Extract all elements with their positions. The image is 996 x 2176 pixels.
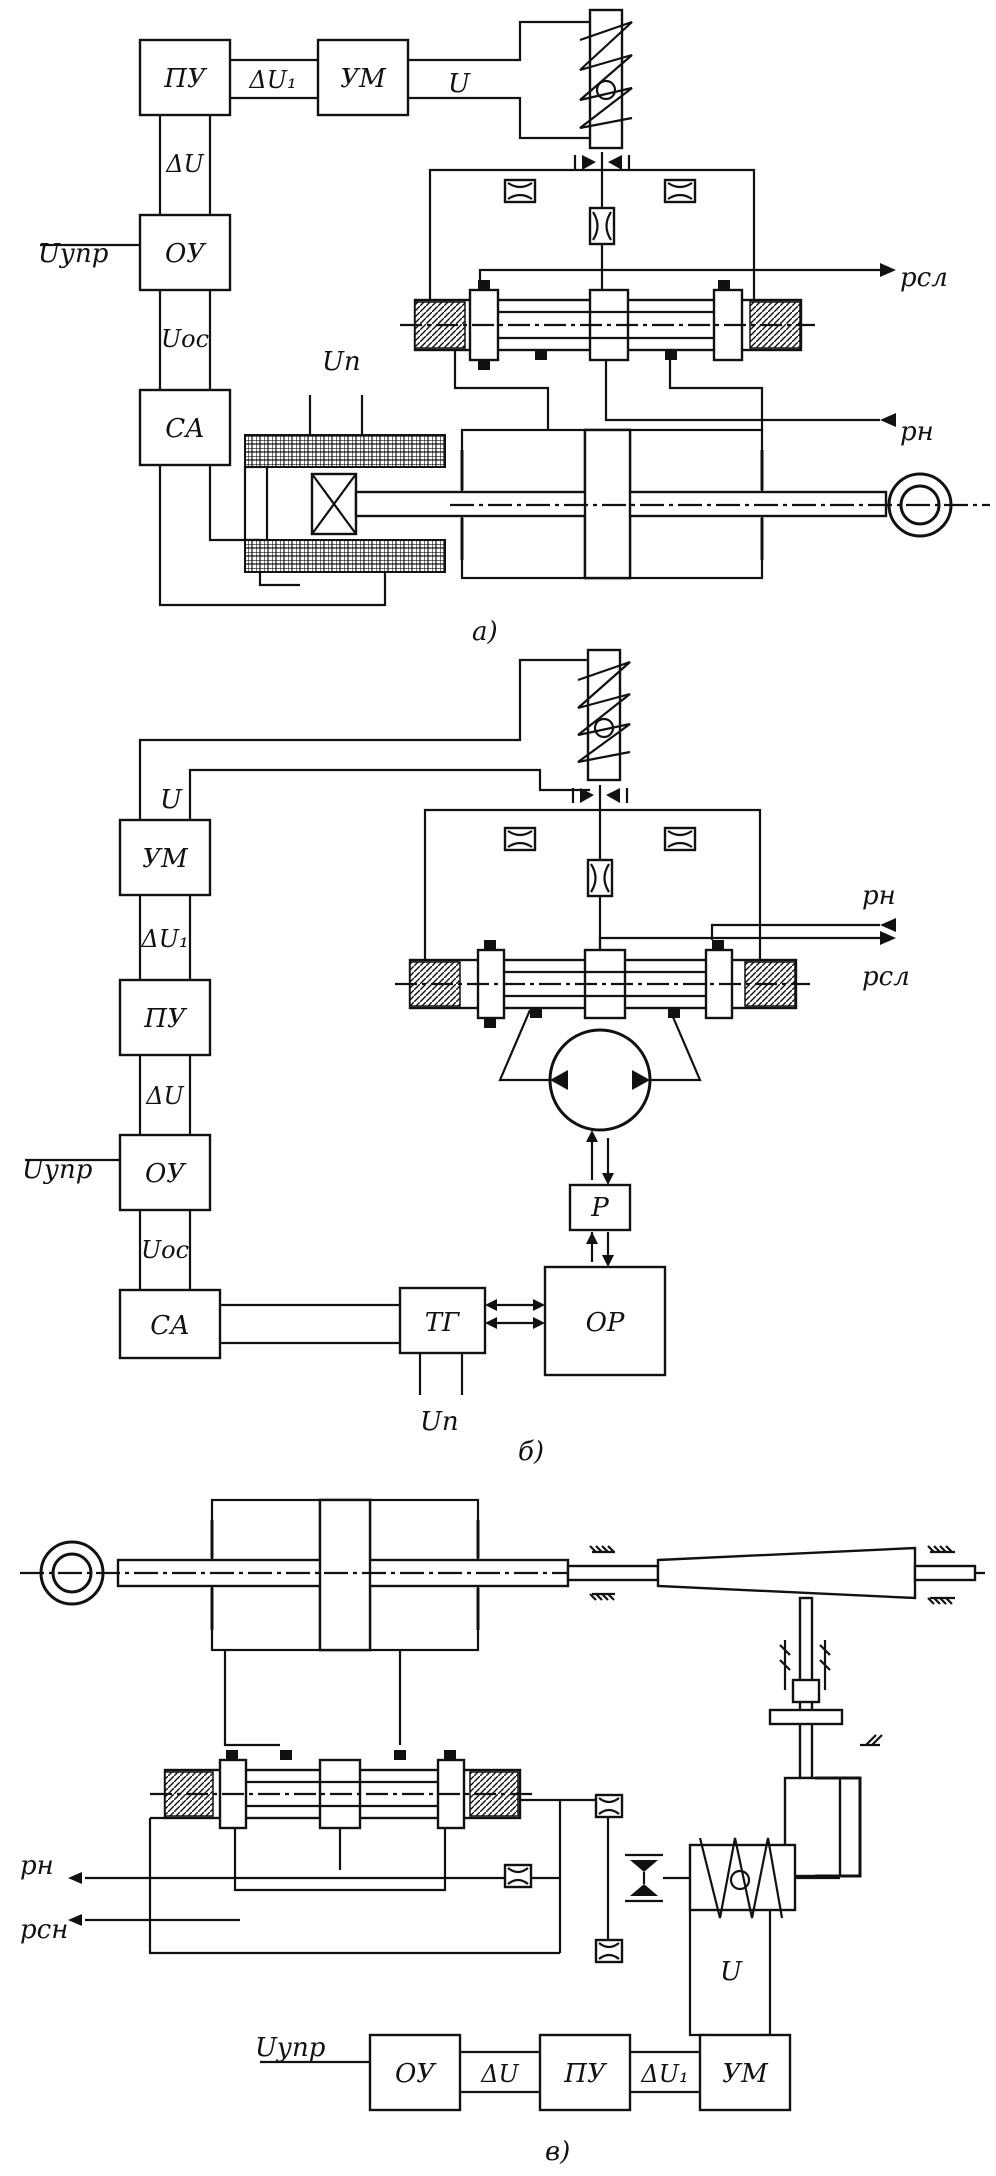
a-block-pu — [138, 38, 232, 117]
b-or-label: ОР — [586, 1308, 625, 1338]
b-block-ou — [118, 1133, 212, 1212]
a-block-um — [316, 38, 410, 117]
a-sensor-coil-bottom — [244, 539, 446, 573]
v-psn-label: pсн — [20, 1915, 68, 1945]
v-um-label: УМ — [722, 2059, 769, 2089]
diagram-b: U УМ ΔU₁ ПУ ΔU ОУ Uупр Uос СА ТГ Uп — [22, 648, 910, 1467]
b-pn-label: pн — [862, 881, 896, 911]
a-du-label: ΔU — [165, 150, 204, 178]
a-um-label: УМ — [340, 64, 387, 94]
b-uos-label: Uос — [141, 1236, 189, 1264]
b-sa-label: СА — [150, 1311, 190, 1341]
b-pu-label: ПУ — [143, 1004, 188, 1034]
a-pu-label: ПУ — [163, 64, 208, 94]
v-du-label: ΔU — [480, 2060, 519, 2088]
b-caption: б) — [518, 1437, 544, 1467]
b-du-label: ΔU — [145, 1082, 184, 1110]
a-caption: а) — [472, 617, 498, 647]
v-pn-label: pн — [20, 1851, 54, 1881]
v-du1-label: ΔU₁ — [640, 2060, 688, 2088]
b-tg-label: ТГ — [425, 1308, 460, 1338]
diagram-v: pн pсн U Uупр ОУ ΔU ПУ ΔU₁ — [20, 1498, 985, 2167]
b-ou-label: ОУ — [145, 1159, 187, 1189]
a-rod-eye — [887, 472, 953, 538]
v-block-ou — [368, 2033, 462, 2112]
v-rod-eye — [39, 1540, 105, 1606]
v-block-pu — [538, 2033, 632, 2112]
b-psl-label: pсл — [862, 962, 910, 992]
a-block-ou — [138, 213, 232, 292]
a-u-label: U — [448, 69, 471, 99]
b-um-label: УМ — [142, 844, 189, 874]
a-pn-label: pн — [900, 417, 934, 447]
v-caption: в) — [545, 2137, 570, 2167]
v-ou-label: ОУ — [395, 2059, 437, 2089]
b-u-label: U — [160, 785, 183, 815]
b-block-or — [543, 1265, 667, 1377]
b-du1-label: ΔU₁ — [140, 925, 188, 953]
v-u-label: U — [720, 1957, 743, 1987]
v-pu-label: ПУ — [563, 2059, 608, 2089]
b-up-label: Uп — [420, 1407, 459, 1437]
a-sa-label: СА — [165, 414, 205, 444]
a-block-sa — [138, 388, 232, 467]
a-du1-label: ΔU₁ — [248, 66, 296, 94]
a-up-label: Uп — [322, 347, 361, 377]
b-block-tg — [398, 1286, 487, 1355]
a-psl-label: pсл — [900, 263, 948, 293]
b-block-um — [118, 818, 212, 897]
b-block-sa — [118, 1288, 222, 1360]
diagram-a: ПУ УМ ΔU₁ U ΔU ОУ Uупр Uос СА Uп — [38, 8, 990, 647]
a-uos-label: Uос — [161, 325, 209, 353]
a-uupr-label: Uупр — [38, 239, 109, 269]
b-r-label: Р — [590, 1193, 609, 1223]
a-ou-label: ОУ — [165, 239, 207, 269]
v-block-um — [698, 2033, 792, 2112]
b-uupr-label: Uупр — [22, 1155, 93, 1185]
b-block-pu — [118, 978, 212, 1057]
b-block-r — [568, 1183, 632, 1232]
v-uupr-label: Uупр — [255, 2033, 326, 2063]
v-cam — [656, 1546, 917, 1600]
a-sensor-coil-top — [244, 434, 446, 468]
